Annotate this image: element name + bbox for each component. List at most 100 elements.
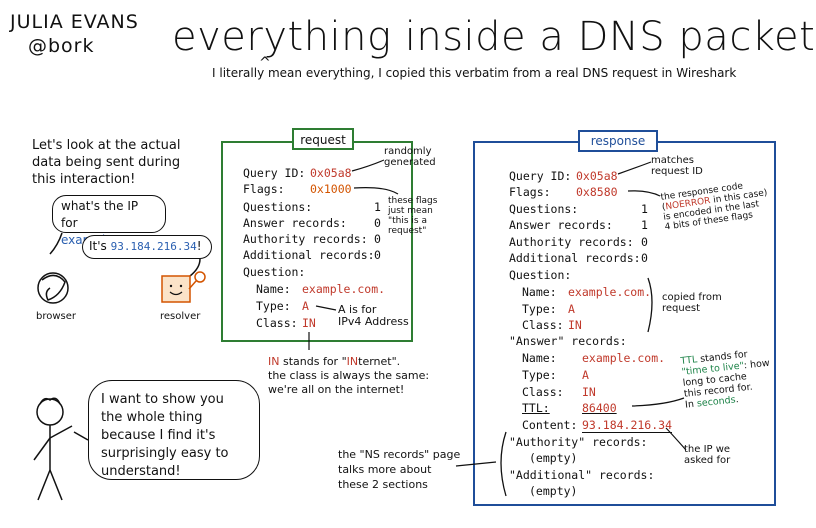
person-doodle [33, 397, 73, 501]
question-bubble-tail [49, 232, 63, 255]
req-query-id-value: 0x05a8 [310, 166, 352, 180]
req-name-label: Name: [256, 282, 291, 296]
note-in-class: IN stands for "INternet". the class is a… [268, 355, 429, 397]
arrow-random [351, 159, 385, 172]
resp-answers-label: Answer records: [509, 218, 613, 232]
arrow-rcode [627, 190, 661, 197]
answer-ip: 93.184.216.34 [110, 240, 197, 253]
note-matches-id: matches request ID [651, 155, 703, 177]
arrow-ns [455, 461, 497, 467]
req-flags-label: Flags: [243, 182, 285, 196]
resp-a-class-value: IN [582, 385, 596, 399]
in-word: IN [268, 355, 280, 368]
resp-authority-section: "Authority" records: [509, 435, 648, 449]
req-question-label: Question: [243, 265, 306, 279]
resp-query-id-value: 0x05a8 [576, 169, 618, 183]
resp-a-type-label: Type: [522, 368, 557, 382]
req-type-value: A [302, 299, 309, 313]
answer-suffix: ! [196, 239, 202, 253]
resp-a-name-value: example.com. [582, 351, 666, 365]
resp-additional-value: 0 [641, 251, 648, 265]
arrow-flags [353, 187, 399, 195]
resp-additional-section: "Additional" records: [509, 468, 655, 482]
note-request-flags: these flags just mean "this is a request… [388, 196, 438, 236]
browser-icon [37, 272, 69, 304]
resp-type-label: Type: [522, 302, 557, 316]
resp-name-label: Name: [522, 285, 557, 299]
request-heading: request [292, 128, 354, 150]
resp-query-id-label: Query ID: [509, 169, 572, 183]
resp-flags-value: 0x8580 [576, 185, 618, 199]
in-line3: we're all on the internet! [268, 383, 405, 396]
resolver-icon [161, 271, 206, 303]
req-additional-value: 0 [374, 248, 381, 262]
resp-additional-label: Additional records: [509, 251, 641, 265]
question-for: for [61, 216, 78, 230]
resp-flags-label: Flags: [509, 185, 551, 199]
resp-name-value: example.com. [568, 285, 652, 299]
resp-authority-label: Authority records: [509, 235, 634, 249]
answer-bubble-tail [189, 258, 201, 277]
resp-type-value: A [568, 302, 575, 316]
resp-question-label: Question: [509, 268, 572, 282]
resp-a-name-label: Name: [522, 351, 557, 365]
req-additional-label: Additional records: [243, 248, 375, 262]
resp-authority-value: 0 [641, 235, 648, 249]
browser-label: browser [36, 311, 77, 322]
in-end: ternet". [358, 355, 401, 368]
caret-mark: ^ [259, 55, 271, 71]
page-subtitle: I literally mean everything, I copied th… [212, 66, 737, 80]
req-class-label: Class: [256, 316, 298, 330]
req-authority-label: Authority records: [243, 232, 368, 246]
req-type-label: Type: [256, 299, 291, 313]
arrow-a-record [315, 305, 337, 311]
author-name: JULIA EVANS [10, 11, 139, 33]
in-rest: stands for " [279, 355, 347, 368]
note-copied: copied from request [662, 292, 722, 314]
note-ip-asked: the IP we asked for [684, 444, 731, 466]
req-flags-value: 0x1000 [310, 182, 352, 196]
req-query-id-label: Query ID: [243, 166, 306, 180]
resp-questions-value: 1 [641, 202, 648, 216]
arrow-matches [617, 161, 652, 175]
arrow-ttl [631, 397, 685, 407]
note-a-record: A is for IPv4 Address [338, 303, 409, 328]
page-title: everything inside a DNS packet [172, 14, 816, 60]
intro-text: Let's look at the actual data being sent… [32, 138, 181, 187]
note-ns-records: the "NS records" page talks more about t… [338, 448, 461, 491]
note-random-generated: randomly generated [384, 146, 436, 168]
resp-questions-label: Questions: [509, 202, 579, 216]
author-handle: @bork [28, 35, 95, 57]
resp-ttl-value: 86400 [582, 401, 617, 415]
req-questions-label: Questions: [243, 200, 313, 214]
bracket-sections [500, 431, 507, 497]
req-name-value: example.com. [302, 282, 386, 296]
resp-content-label: Content: [522, 418, 578, 432]
in-word-2: IN [346, 355, 359, 368]
req-authority-value: 0 [374, 232, 381, 246]
answer-bubble: It's 93.184.216.34! [82, 235, 212, 259]
resp-answer-section: "Answer" records: [509, 334, 627, 348]
explanation-bubble-tail [73, 431, 89, 441]
answer-prefix: It's [89, 239, 107, 253]
explanation-bubble: I want to show you the whole thing becau… [88, 380, 260, 480]
resp-ttl-label: TTL: [522, 401, 550, 415]
req-questions-value: 1 [374, 200, 381, 214]
response-heading: response [578, 130, 658, 152]
question-line1: what's the IP [61, 199, 139, 213]
bracket-copied [647, 277, 653, 333]
arrow-ip [665, 427, 687, 451]
resp-content-value: 93.184.216.34 [582, 418, 673, 433]
resolver-label: resolver [160, 311, 201, 322]
in-line2: the class is always the same: [268, 369, 430, 382]
resp-a-class-label: Class: [522, 385, 564, 399]
author-block: JULIA EVANS @bork [10, 10, 139, 58]
req-class-value: IN [302, 316, 316, 330]
resp-authority-empty: (empty) [529, 451, 578, 465]
req-answers-label: Answer records: [243, 216, 347, 230]
req-answers-value: 0 [374, 216, 381, 230]
resp-class-label: Class: [522, 318, 564, 332]
resp-class-value: IN [568, 318, 582, 332]
resp-a-type-value: A [582, 368, 589, 382]
